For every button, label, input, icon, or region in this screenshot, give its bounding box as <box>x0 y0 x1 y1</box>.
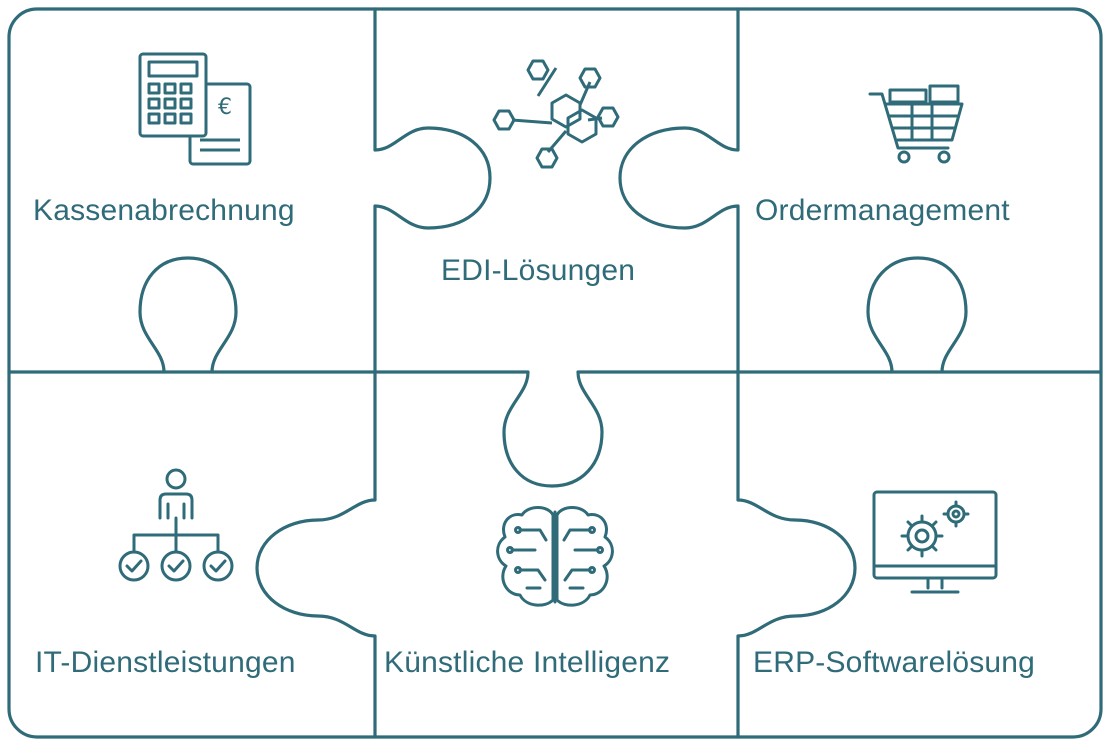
hierarchy-checks-icon <box>118 468 234 582</box>
label-kuenstliche-intelligenz: Künstliche Intelligenz <box>384 646 671 679</box>
monitor-gears-icon <box>872 490 998 594</box>
label-kassenabrechnung: Kassenabrechnung <box>33 194 295 227</box>
calculator-euro-icon: € <box>138 52 252 166</box>
shopping-cart-icon <box>868 84 964 164</box>
puzzle-cut-v1-bottom <box>255 370 377 739</box>
network-hexagon-icon <box>492 59 620 169</box>
label-erp-softwareloesung: ERP-Softwarelösung <box>753 646 1036 679</box>
puzzle-cut-h-left <box>7 256 377 374</box>
puzzle-cut-h-middle <box>373 370 740 488</box>
svg-text:€: € <box>218 95 232 120</box>
puzzle-cut-v2-bottom <box>736 370 857 739</box>
puzzle-cut-h-right <box>736 256 1103 374</box>
label-ordermanagement: Ordermanagement <box>755 194 1010 227</box>
brain-circuit-icon <box>496 506 614 607</box>
label-edi-loesungen: EDI-Lösungen <box>441 254 636 287</box>
label-it-dienstleistungen: IT-Dienstleistungen <box>35 646 296 679</box>
puzzle-cut-v2-top <box>618 7 740 374</box>
puzzle-cut-v1-top <box>373 7 492 374</box>
